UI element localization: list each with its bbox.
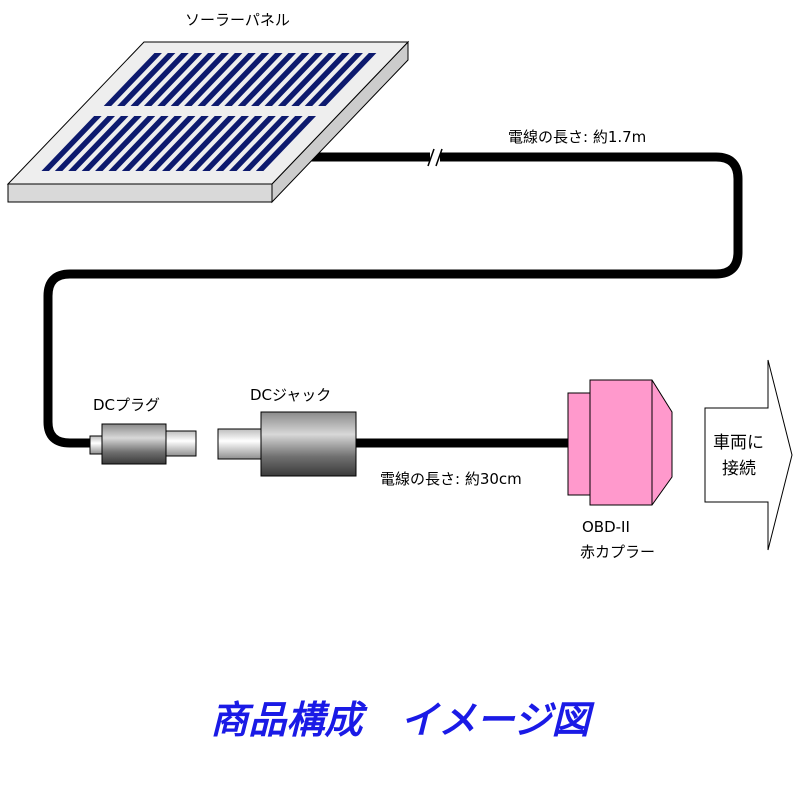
solar-cell: [242, 116, 303, 171]
vehicle-label-2: 接続: [722, 459, 756, 479]
page-title: 商品構成 イメージ図: [210, 698, 595, 742]
solar-cell: [81, 116, 142, 171]
dc-jack: [217, 411, 357, 477]
solar-cell: [304, 53, 363, 106]
solar-cell: [157, 53, 216, 106]
dc-plug-body: [101, 423, 167, 465]
solar-cell: [103, 53, 162, 106]
solar-cell: [175, 116, 236, 171]
cable-break-mark: [430, 149, 440, 165]
dc-jack-sleeve: [217, 428, 265, 460]
dc-jack-label: DCジャック: [250, 386, 331, 404]
vehicle-label-1: 車両に: [713, 433, 764, 453]
solar-cell: [291, 53, 350, 106]
solar-cell: [318, 53, 377, 106]
obd-coupler-label-2: 赤カプラー: [580, 543, 655, 561]
solar-cell: [251, 53, 310, 106]
vehicle-arrow: [704, 359, 793, 551]
solar-cell: [188, 116, 250, 171]
solar-cell: [108, 116, 169, 171]
solar-cell: [117, 53, 176, 106]
solar-cell: [121, 116, 183, 171]
obd-coupler-label-1: OBD-II: [582, 518, 630, 536]
solar-cell: [215, 116, 276, 171]
solar-cell: [95, 116, 156, 171]
solar-cell: [162, 116, 223, 171]
obd-coupler-front: [589, 379, 673, 506]
solar-panel: [6, 40, 410, 204]
solar-cell: [54, 116, 116, 171]
solar-cell: [229, 116, 290, 171]
long-cable: [43, 148, 743, 448]
solar-panel-front: [7, 183, 273, 203]
solar-cell: [170, 53, 229, 106]
solar-cell: [255, 116, 317, 171]
solar-cell: [210, 53, 270, 106]
solar-panel-label: ソーラーパネル: [185, 11, 290, 29]
dc-plug: [89, 423, 197, 465]
solar-cell: [68, 116, 129, 171]
dc-plug-label: DCプラグ: [93, 396, 160, 414]
dc-plug-pin: [165, 430, 197, 457]
obd-coupler: [567, 379, 673, 506]
solar-cells: [41, 53, 377, 171]
solar-cell: [184, 53, 243, 106]
solar-cell: [224, 53, 283, 106]
solar-cell: [264, 53, 323, 106]
solar-cell: [197, 53, 256, 106]
solar-cell: [148, 116, 209, 171]
solar-cell: [237, 53, 296, 106]
long-cable-label: 電線の長さ: 約1.7m: [508, 128, 646, 146]
solar-cell: [41, 116, 102, 171]
obd-coupler-back: [567, 392, 593, 496]
solar-cell: [135, 116, 196, 171]
solar-cell: [143, 53, 203, 106]
dc-jack-body: [260, 411, 357, 477]
solar-cell: [277, 53, 337, 106]
solar-cell: [202, 116, 263, 171]
short-cable-label: 電線の長さ: 約30cm: [380, 470, 522, 488]
solar-cell: [130, 53, 189, 106]
